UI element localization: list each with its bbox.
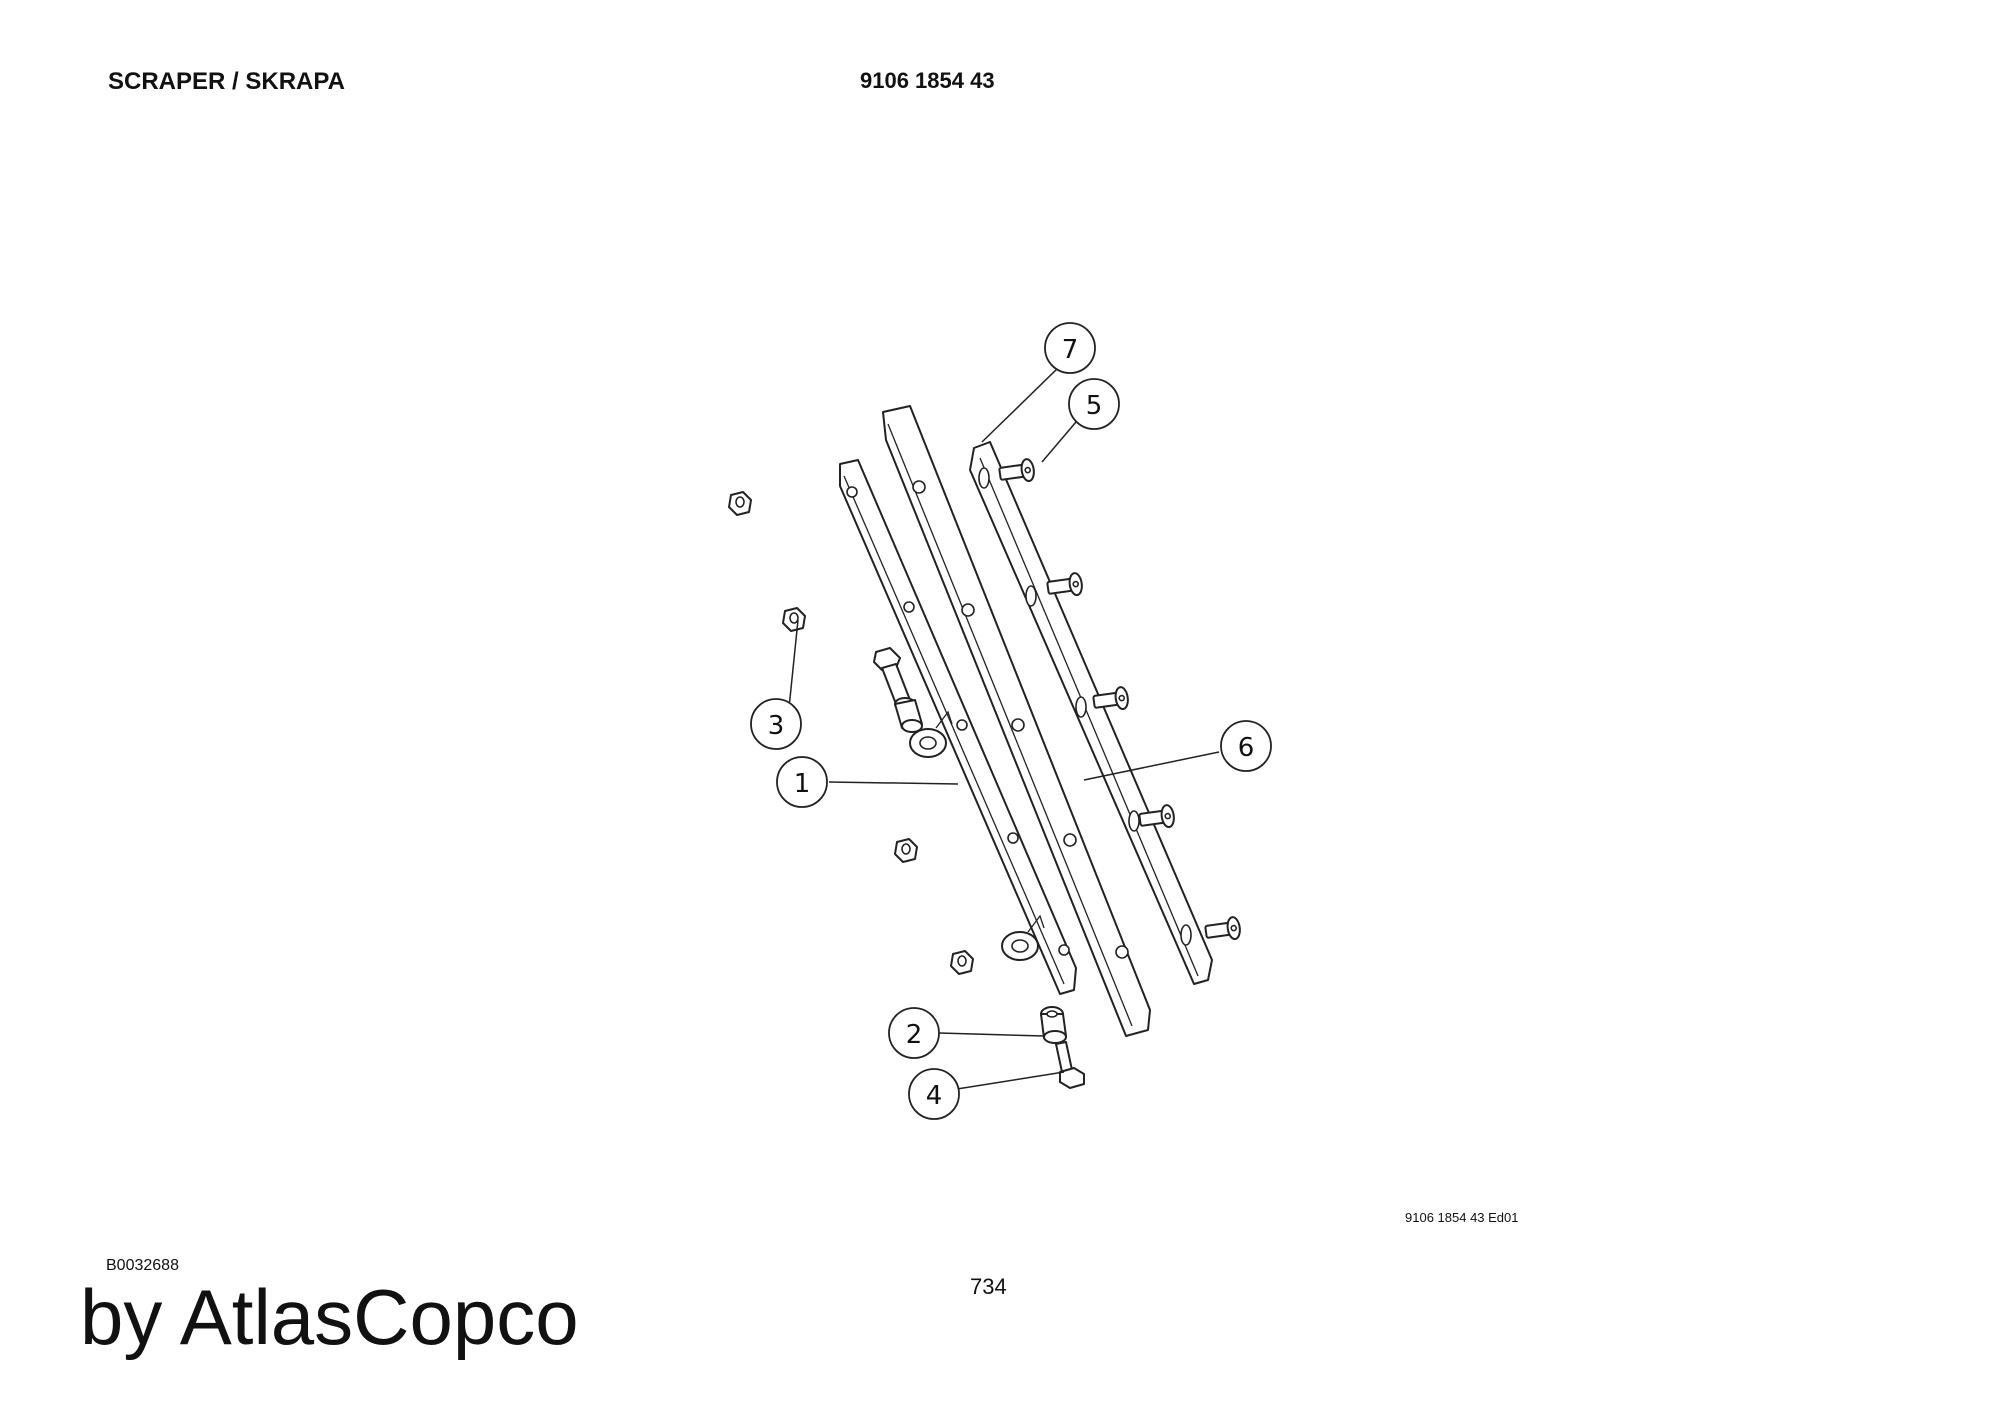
bushing-part-2 xyxy=(1040,1006,1067,1044)
callout-7-label: 7 xyxy=(1062,335,1079,365)
part-number: 9106 1854 43 xyxy=(860,68,995,93)
plate-part-1 xyxy=(839,459,1077,995)
callout-7: 7 xyxy=(1044,322,1096,374)
callout-5: 5 xyxy=(1068,378,1120,430)
callout-4-label: 4 xyxy=(926,1081,943,1111)
edition-label: 9106 1854 43 Ed01 xyxy=(1405,1210,1519,1225)
eye-lug-upper xyxy=(909,710,953,758)
callout-6-label: 6 xyxy=(1238,733,1255,763)
callout-1-label: 1 xyxy=(794,769,811,799)
callout-5-label: 5 xyxy=(1086,391,1103,421)
callout-1: 1 xyxy=(776,756,828,808)
callout-3: 3 xyxy=(750,698,802,750)
callout-2: 2 xyxy=(888,1007,940,1059)
page-title: SCRAPER / SKRAPA xyxy=(108,68,345,95)
callout-3-label: 3 xyxy=(768,711,785,741)
countersunk-screws-part-5 xyxy=(998,458,1241,941)
plate-part-6 xyxy=(969,441,1213,985)
brand-logo-text: by AtlasCopco xyxy=(80,1273,579,1361)
eye-lug-lower xyxy=(1001,914,1045,961)
hex-nuts-part-3 xyxy=(728,491,974,975)
upper-bolt-and-bushing xyxy=(873,647,923,733)
plate-middle xyxy=(882,405,1151,1037)
callout-4: 4 xyxy=(908,1068,960,1120)
leader-lines xyxy=(788,367,1220,1090)
callout-2-label: 2 xyxy=(906,1020,923,1050)
bolt-part-4 xyxy=(1055,1041,1085,1089)
callout-6: 6 xyxy=(1220,720,1272,772)
drawing-id: B0032688 xyxy=(106,1257,179,1274)
page-number: 734 xyxy=(970,1274,1007,1299)
